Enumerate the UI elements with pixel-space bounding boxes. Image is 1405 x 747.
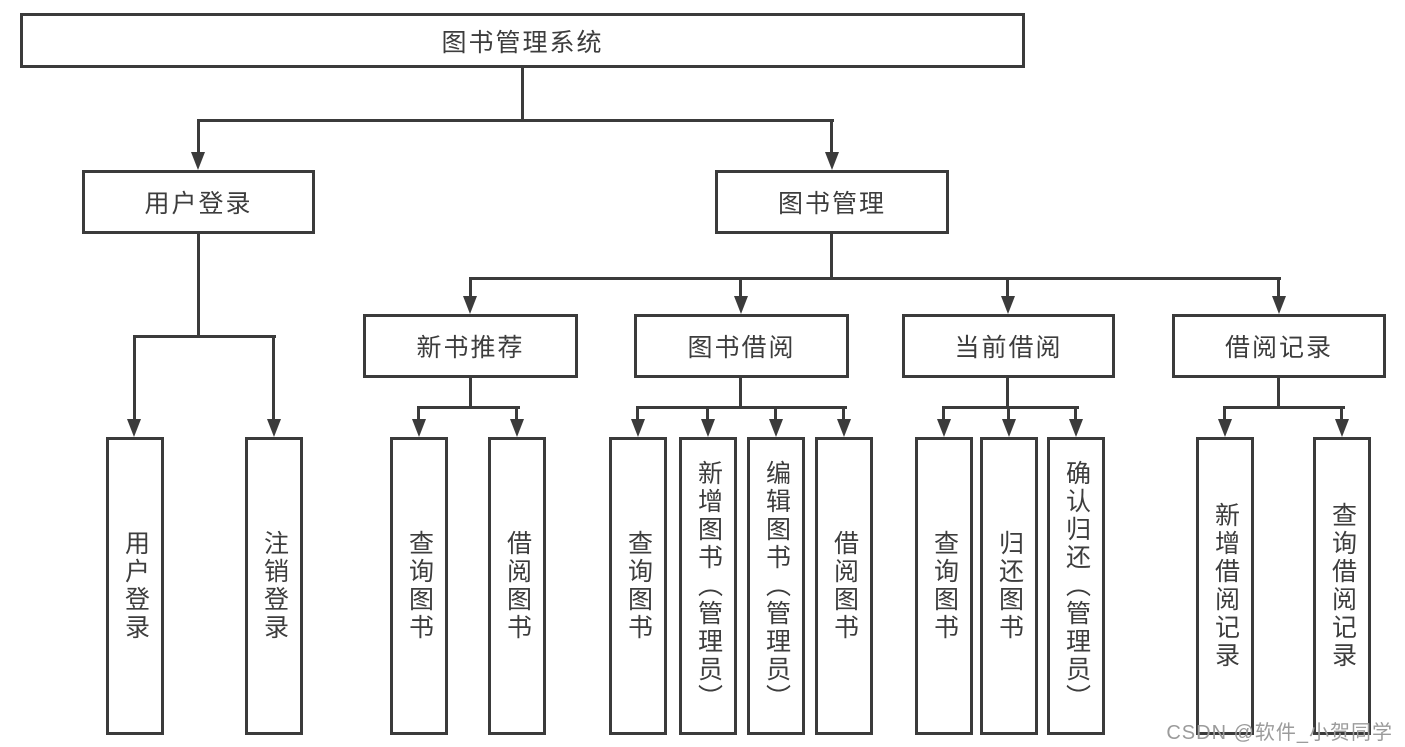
drop-line-confirm-return — [1074, 406, 1077, 421]
new-book-recommend-trunk-line — [469, 376, 472, 408]
arrow-to-return-books — [1002, 419, 1016, 437]
watermark: CSDN @软件_小贺同学 — [1166, 722, 1393, 744]
leaf-user-login-label: 用户登录 — [121, 530, 150, 642]
leaf-query-books-3: 查询图书 — [915, 437, 973, 735]
book-borrow-trunk-line — [739, 376, 742, 408]
node-borrow-records: 借阅记录 — [1172, 314, 1386, 378]
drop-line-borrow-books-2 — [842, 406, 845, 421]
drop-line-leaf-logout — [272, 335, 275, 421]
leaf-logout: 注销登录 — [245, 437, 303, 735]
leaf-borrow-books-1-label: 借阅图书 — [503, 530, 532, 642]
leaf-confirm-return-admin-label: 确认归还（管理员） — [1062, 460, 1091, 712]
arrow-to-query-books-1 — [412, 419, 426, 437]
arrow-to-query-books-3 — [937, 419, 951, 437]
leaf-query-borrow-record: 查询借阅记录 — [1313, 437, 1371, 735]
arrow-to-borrow-books-1 — [510, 419, 524, 437]
drop-line-query-borrow-record — [1340, 406, 1343, 421]
drop-line-query-books-3 — [942, 406, 945, 421]
arrow-to-add-borrow-record — [1218, 419, 1232, 437]
user-login-branch-bar — [133, 335, 276, 338]
leaf-query-books-3-label: 查询图书 — [930, 530, 959, 642]
drop-line-new-book-recommend — [469, 277, 472, 299]
leaf-query-borrow-record-label: 查询借阅记录 — [1328, 502, 1357, 670]
leaf-logout-label: 注销登录 — [260, 530, 289, 642]
arrow-to-book-management — [825, 152, 839, 170]
current-borrow-branch-bar — [943, 406, 1079, 409]
arrow-to-query-borrow-record — [1335, 419, 1349, 437]
drop-line-add-book — [706, 406, 709, 421]
leaf-query-books-2-label: 查询图书 — [624, 530, 653, 642]
arrow-to-book-borrow — [734, 296, 748, 314]
drop-line-add-borrow-record — [1223, 406, 1226, 421]
root-branch-bar — [197, 119, 834, 122]
node-current-borrow: 当前借阅 — [902, 314, 1115, 378]
leaf-add-book-admin-label: 新增图书（管理员） — [694, 460, 723, 712]
borrow-records-branch-bar — [1224, 406, 1345, 409]
drop-line-book-management — [830, 119, 833, 154]
leaf-add-book-admin: 新增图书（管理员） — [679, 437, 737, 735]
arrow-to-current-borrow — [1001, 296, 1015, 314]
arrow-to-edit-book — [769, 419, 783, 437]
node-new-book-recommend: 新书推荐 — [363, 314, 578, 378]
leaf-return-books: 归还图书 — [980, 437, 1038, 735]
drop-line-current-borrow — [1006, 277, 1009, 299]
arrow-to-new-book-recommend — [463, 296, 477, 314]
leaf-query-books-1: 查询图书 — [390, 437, 448, 735]
arrow-to-confirm-return — [1069, 419, 1083, 437]
arrow-to-query-books-2 — [631, 419, 645, 437]
new-book-recommend-branch-bar — [418, 406, 520, 409]
drop-line-leaf-user-login — [133, 335, 136, 421]
drop-line-borrow-records — [1277, 277, 1280, 299]
borrow-records-trunk-line — [1277, 376, 1280, 408]
current-borrow-trunk-line — [1006, 376, 1009, 408]
leaf-borrow-books-2-label: 借阅图书 — [830, 530, 859, 642]
leaf-borrow-books-2: 借阅图书 — [815, 437, 873, 735]
root-trunk-line — [521, 67, 524, 122]
drop-line-user-login — [197, 119, 200, 154]
leaf-add-borrow-record: 新增借阅记录 — [1196, 437, 1254, 735]
drop-line-borrow-books-1 — [515, 406, 518, 421]
drop-line-edit-book — [774, 406, 777, 421]
leaf-user-login: 用户登录 — [106, 437, 164, 735]
book-management-trunk-line — [830, 232, 833, 280]
leaf-return-books-label: 归还图书 — [995, 530, 1024, 642]
arrow-to-borrow-books-2 — [837, 419, 851, 437]
arrow-to-leaf-logout — [267, 419, 281, 437]
leaf-edit-book-admin-label: 编辑图书（管理员） — [762, 460, 791, 712]
leaf-edit-book-admin: 编辑图书（管理员） — [747, 437, 805, 735]
arrow-to-user-login — [191, 152, 205, 170]
arrow-to-add-book — [701, 419, 715, 437]
leaf-query-books-2: 查询图书 — [609, 437, 667, 735]
leaf-borrow-books-1: 借阅图书 — [488, 437, 546, 735]
drop-line-query-books-1 — [417, 406, 420, 421]
book-management-branch-bar — [469, 277, 1281, 280]
leaf-add-borrow-record-label: 新增借阅记录 — [1211, 502, 1240, 670]
node-book-borrow: 图书借阅 — [634, 314, 849, 378]
book-borrow-branch-bar — [637, 406, 847, 409]
node-book-management: 图书管理 — [715, 170, 949, 234]
arrow-to-borrow-records — [1272, 296, 1286, 314]
drop-line-query-books-2 — [636, 406, 639, 421]
leaf-confirm-return-admin: 确认归还（管理员） — [1047, 437, 1105, 735]
user-login-trunk-line — [197, 232, 200, 337]
node-library-management-system: 图书管理系统 — [20, 13, 1025, 68]
drop-line-return-books — [1007, 406, 1010, 421]
arrow-to-leaf-user-login — [127, 419, 141, 437]
node-user-login: 用户登录 — [82, 170, 315, 234]
leaf-query-books-1-label: 查询图书 — [405, 530, 434, 642]
drop-line-book-borrow — [739, 277, 742, 299]
